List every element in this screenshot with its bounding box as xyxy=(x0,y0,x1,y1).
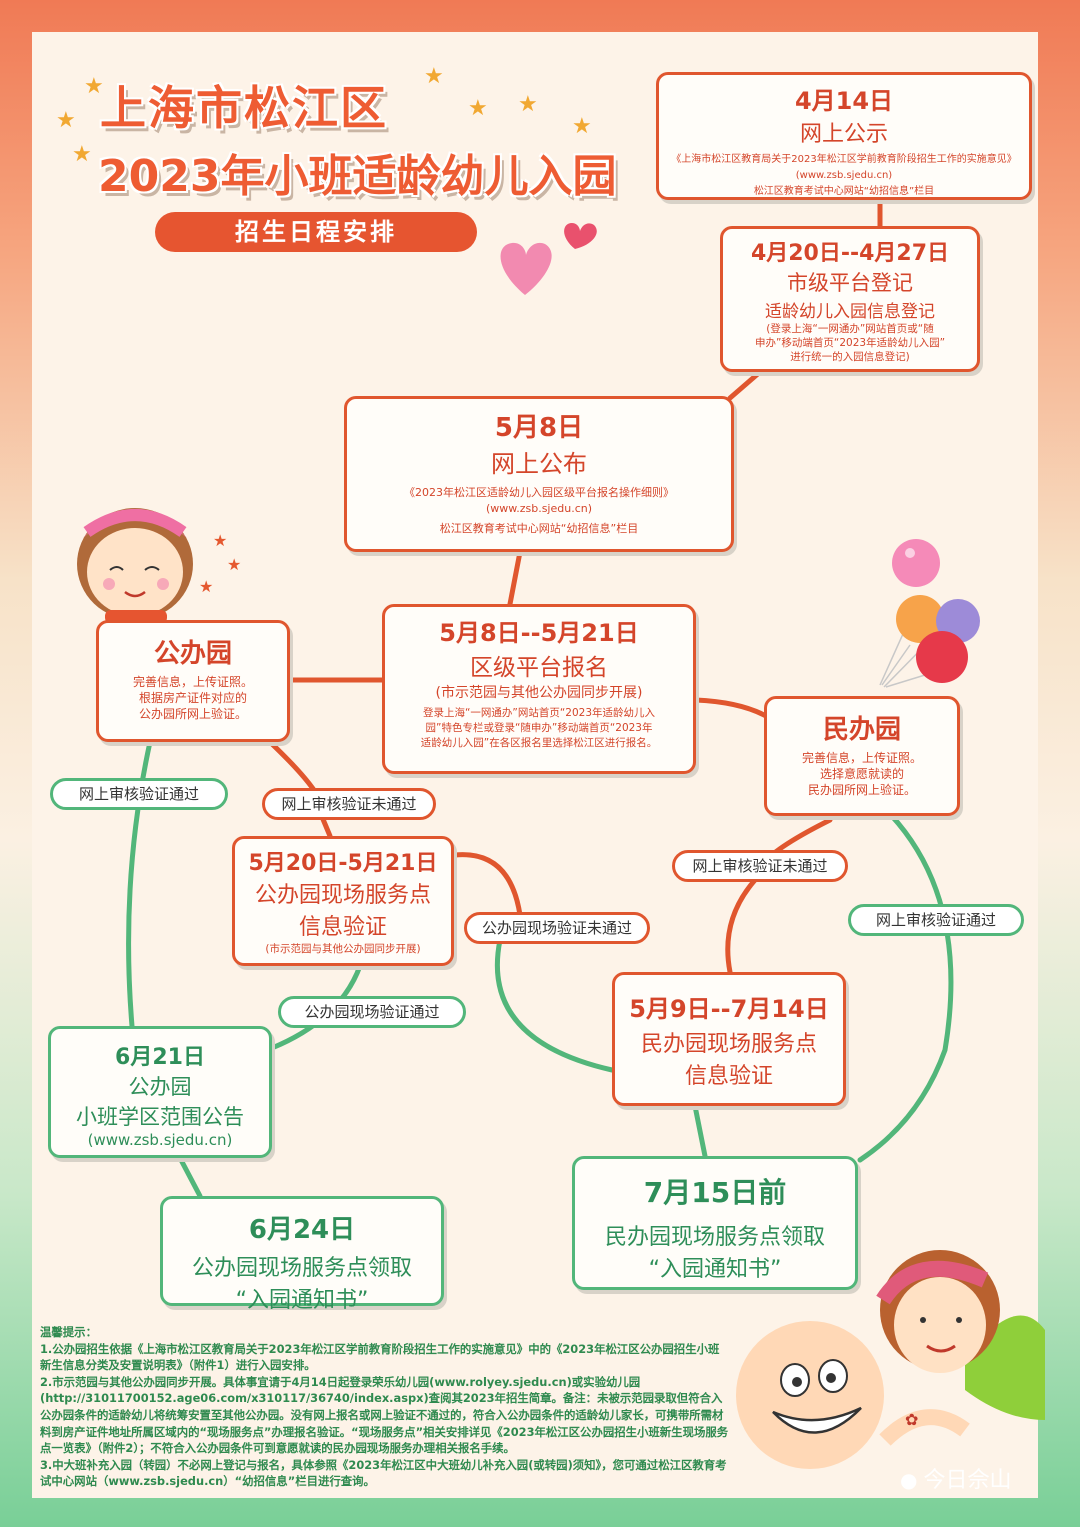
step-detail: 登录上海“一网通办”网站首页“2023年适龄幼儿入 xyxy=(422,707,656,719)
star-icon: ★ xyxy=(84,74,104,99)
step-title: 市级平台登记 xyxy=(787,271,913,295)
step-subtitle: 信息验证 xyxy=(298,915,387,940)
star-icon: ★ xyxy=(468,96,488,121)
label-online-verify-failed: 网上审核验证未通过 xyxy=(262,788,436,820)
step-url: (www.zsb.sjedu.cn) xyxy=(485,502,593,515)
step-date: 5月8日 xyxy=(494,413,584,443)
step-url: (www.zsb.sjedu.cn) xyxy=(87,1131,233,1149)
step-public-kindergarten: 公办园 完善信息，上传证照。 根据房产证件对应的 公办园所网上验证。 xyxy=(96,620,290,742)
step-city-registration: 4月20日--4月27日 市级平台登记 适龄幼儿入园信息登记 (登录上海“一网通… xyxy=(720,226,980,372)
step-detail: 申办”移动端首页“2023年适龄幼儿入园” xyxy=(754,337,946,349)
step-private-admission-letter: 7月15日前 民办园现场服务点领取 “入园通知书” xyxy=(572,1156,858,1290)
step-title: 区级平台报名 xyxy=(470,655,608,681)
step-title: 公办园 xyxy=(128,1075,192,1099)
hearts-icon xyxy=(500,223,597,295)
step-detail: 公办园所网上验证。 xyxy=(138,707,247,721)
step-detail: 根据房产证件对应的 xyxy=(138,691,247,705)
step-subtitle: 信息验证 xyxy=(684,1064,773,1089)
step-date: 5月9日--7月14日 xyxy=(629,995,829,1023)
step-detail: 进行统一的入园信息登记) xyxy=(790,351,910,363)
step-detail: 松江区教育考试中心网站“幼招信息”栏目 xyxy=(439,522,639,535)
balloons-illustration xyxy=(879,539,980,688)
step-subtitle: 小班学区范围公告 xyxy=(76,1105,244,1129)
step-title: 网上公示 xyxy=(799,122,888,147)
star-icon: ★ xyxy=(518,92,538,117)
label-public-onsite-failed: 公办园现场验证未通过 xyxy=(464,912,650,944)
step-subtitle: “入园通知书” xyxy=(648,1257,782,1282)
step-date: 4月14日 xyxy=(794,87,894,115)
step-title: 公办园现场服务点领取 xyxy=(191,1256,412,1281)
wechat-icon: ● xyxy=(900,1468,918,1492)
star-icon: ★ xyxy=(424,64,444,89)
tip-item: 2.市示范园与其他公办园同步开展。具体事宜请于4月14日起登录荣乐幼儿园(www… xyxy=(40,1374,729,1456)
step-title: 民办园现场服务点 xyxy=(640,1032,817,1057)
tip-item: 1.公办园招生依据《上海市松江区教育局关于2023年松江区学前教育阶段招生工作的… xyxy=(40,1341,720,1373)
step-detail: 完善信息，上传证照。 xyxy=(132,675,253,689)
step-title: 民办园现场服务点领取 xyxy=(604,1225,825,1250)
star-icon: ★ xyxy=(72,142,92,167)
step-title: 公办园现场服务点 xyxy=(254,883,431,908)
step-private-kindergarten: 民办园 完善信息，上传证照。 选择意愿就读的 民办园所网上验证。 xyxy=(764,696,960,816)
label-public-onsite-passed: 公办园现场验证通过 xyxy=(278,996,466,1028)
step-date: 6月21日 xyxy=(115,1045,205,1070)
tips-title: 温馨提示： xyxy=(40,1325,97,1339)
step-subtitle: 适龄幼儿入园信息登记 xyxy=(765,302,935,322)
poster-title-line2: 2023年小班适龄幼儿入园 xyxy=(98,151,617,202)
step-date: 7月15日前 xyxy=(643,1176,787,1209)
step-title: 网上公布 xyxy=(491,450,587,478)
step-detail: 完善信息，上传证照。 xyxy=(801,751,922,765)
step-detail: 园”特色专栏或登录“随申办”移动端首页“2023年 xyxy=(425,722,653,734)
tip-item: 3.中大班补充入园（转园）不必网上登记与报名，具体参照《2023年松江区中大班幼… xyxy=(40,1457,727,1489)
step-detail: 选择意愿就读的 xyxy=(819,767,904,781)
step-online-publish-may8: 5月8日 网上公布 《2023年松江区适龄幼儿入园区级平台报名操作细则》 (ww… xyxy=(344,396,734,552)
step-date: 4月20日--4月27日 xyxy=(750,241,950,266)
label-online-verify-passed: 网上审核验证通过 xyxy=(50,778,228,810)
step-detail: 适龄幼儿入园”在各区报名里选择松江区进行报名。 xyxy=(420,737,658,749)
step-public-district-notice: 6月21日 公办园 小班学区范围公告 (www.zsb.sjedu.cn) xyxy=(48,1026,272,1158)
watermark: ●今日佘山 xyxy=(900,1462,1011,1494)
schedule-ribbon: 招生日程安排 xyxy=(155,212,477,252)
step-title: 公办园 xyxy=(153,639,232,669)
step-public-admission-letter: 6月24日 公办园现场服务点领取 “入园通知书” xyxy=(160,1196,444,1313)
star-icon: ★ xyxy=(572,114,592,139)
step-detail: 《上海市松江区教育局关于2023年松江区学前教育阶段招生工作的实施意见》 xyxy=(671,154,1017,165)
step-subtitle: (市示范园与其他公办园同步开展) xyxy=(435,685,643,701)
step-detail: (登录上海“一网通办”网站首页或“随 xyxy=(766,323,934,335)
step-date: 5月8日--5月21日 xyxy=(439,619,639,647)
step-url: (www.zsb.sjedu.cn) xyxy=(795,170,893,181)
step-public-onsite-verify: 5月20日-5月21日 公办园现场服务点 信息验证 (市示范园与其他公办园同步开… xyxy=(232,836,454,966)
step-subtitle: “入园通知书” xyxy=(235,1288,369,1313)
star-icon: ★ xyxy=(227,555,241,574)
star-icon: ★ xyxy=(56,108,76,133)
step-online-notice-apr14: 4月14日 网上公示 《上海市松江区教育局关于2023年松江区学前教育阶段招生工… xyxy=(656,72,1032,200)
step-district-signup: 5月8日--5月21日 区级平台报名 (市示范园与其他公办园同步开展) 登录上海… xyxy=(382,604,696,774)
step-detail: (市示范园与其他公办园同步开展) xyxy=(265,943,421,955)
flower-icon: ✿ xyxy=(905,1410,918,1429)
watermark-text: 今日佘山 xyxy=(923,1468,1012,1493)
kids-illustration: ✿ xyxy=(736,1250,1045,1469)
label-online-verify-passed: 网上审核验证通过 xyxy=(848,904,1024,936)
poster-title-line1: 上海市松江区 xyxy=(100,81,388,135)
star-icon: ★ xyxy=(199,577,213,596)
step-date: 6月24日 xyxy=(248,1215,356,1245)
warm-tips: 温馨提示： 1.公办园招生依据《上海市松江区教育局关于2023年松江区学前教育阶… xyxy=(40,1324,730,1490)
step-title: 民办园 xyxy=(822,715,901,745)
label-online-verify-failed: 网上审核验证未通过 xyxy=(672,850,848,882)
step-date: 5月20日-5月21日 xyxy=(248,851,438,876)
step-detail: 松江区教育考试中心网站“幼招信息”栏目 xyxy=(753,186,935,197)
girl-illustration: ★ ★ ★ xyxy=(77,508,241,622)
step-detail: 民办园所网上验证。 xyxy=(807,783,916,797)
step-detail: 《2023年松江区适龄幼儿入园区级平台报名操作细则》 xyxy=(404,486,674,499)
star-icon: ★ xyxy=(213,531,227,550)
step-private-onsite-verify: 5月9日--7月14日 民办园现场服务点 信息验证 xyxy=(612,972,846,1106)
